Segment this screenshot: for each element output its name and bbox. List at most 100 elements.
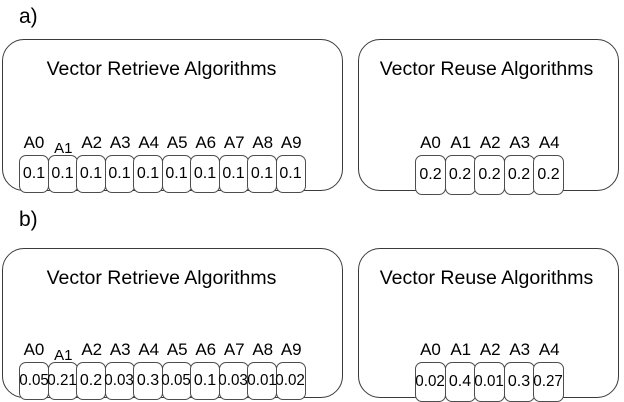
- vector-element-cell: 0.2: [415, 155, 446, 195]
- vector-row-a-reuse: A0 0.2 A1 0.2 A2 0.2 A3 0.2 A4 0.2: [415, 134, 564, 195]
- vector-element: A3 0.3: [503, 340, 535, 402]
- vector-element-value: 0.2: [419, 166, 442, 183]
- vector-element-label: A0: [23, 340, 45, 359]
- vector-element-cell: 0.05: [161, 362, 192, 400]
- vector-element-cell: 0.2: [444, 155, 476, 195]
- vector-element-label: A0: [420, 340, 441, 359]
- vector-element-label: A7: [223, 340, 245, 359]
- vector-element-value: 0.01: [247, 372, 277, 389]
- vector-element-value: 0.1: [193, 165, 217, 182]
- vector-element-value: 0.1: [193, 372, 217, 389]
- vector-element-cell: 0.02: [275, 362, 306, 400]
- vector-element: A6 0.1: [190, 340, 220, 400]
- vector-element: A0 0.05: [19, 341, 49, 400]
- vector-element-cell: 0.1: [190, 362, 220, 400]
- vector-element-cell: 0.3: [133, 362, 163, 400]
- vector-element-value: 0.2: [79, 372, 103, 389]
- vector-element-value: 0.01: [474, 373, 505, 390]
- vector-element: A4 0.27: [533, 341, 564, 402]
- vector-element-cell: 0.1: [104, 155, 135, 193]
- vector-element-label: A9: [280, 133, 302, 152]
- vector-element-label: A3: [509, 340, 531, 359]
- vector-element-label: A2: [81, 133, 103, 152]
- vector-element: A4 0.3: [133, 341, 163, 400]
- vector-element-value: 0.3: [507, 373, 531, 390]
- vector-element-cell: 0.03: [104, 362, 135, 400]
- vector-element: A5 0.05: [161, 340, 192, 400]
- panel-b-vector-retrieve: Vector Retrieve Algorithms A0 0.05 A1 0.…: [2, 248, 343, 400]
- vector-element-value: 0.2: [507, 166, 531, 183]
- vector-element: A2 0.01: [474, 340, 505, 402]
- vector-element-label: A0: [23, 133, 45, 152]
- vector-element-value: 0.05: [19, 372, 49, 389]
- vector-element-label: A2: [479, 340, 501, 359]
- vector-element-cell: 0.21: [47, 362, 78, 400]
- vector-element: A8 0.1: [247, 133, 277, 193]
- vector-element-cell: 0.1: [161, 155, 192, 193]
- vector-element-label: A3: [109, 340, 131, 359]
- vector-element-value: 0.03: [218, 372, 249, 389]
- vector-element-label: A1: [54, 140, 73, 157]
- panel-title: Vector Retrieve Algorithms: [46, 267, 277, 289]
- vector-element-cell: 0.01: [474, 362, 505, 402]
- vector-element-cell: 0.2: [76, 362, 106, 400]
- vector-element: A9 0.02: [275, 340, 306, 400]
- vector-row-a-retrieve: A0 0.1 A1 0.1 A2 0.1 A3 0.1 A4 0.1 A5 0.…: [19, 134, 306, 193]
- vector-element: A3 0.1: [104, 134, 135, 193]
- vector-element: A7 0.03: [218, 340, 249, 400]
- vector-element-label: A1: [450, 340, 472, 359]
- vector-element-cell: 0.02: [415, 362, 446, 402]
- vector-element-label: A5: [166, 340, 188, 359]
- vector-element-label: A6: [195, 340, 217, 359]
- vector-element: A3 0.2: [503, 133, 535, 195]
- vector-element-label: A9: [280, 340, 302, 359]
- vector-element: A8 0.01: [247, 341, 277, 400]
- panel-a-vector-retrieve: Vector Retrieve Algorithms A0 0.1 A1 0.1…: [2, 39, 343, 193]
- vector-element-label: A8: [252, 133, 274, 152]
- vector-element-value: 0.1: [165, 165, 188, 182]
- vector-row-b-retrieve: A0 0.05 A1 0.21 A2 0.2 A3 0.03 A4 0.3 A5…: [19, 341, 306, 400]
- vector-element: A0 0.2: [415, 134, 446, 195]
- vector-element-value: 0.1: [136, 165, 160, 182]
- subfigure-label-a: a): [19, 5, 38, 28]
- vector-element-label: A1: [450, 133, 472, 152]
- vector-element-cell: 0.1: [19, 155, 49, 193]
- vector-element-cell: 0.27: [533, 362, 564, 402]
- vector-element: A1 0.4: [444, 340, 476, 402]
- vector-element: A2 0.1: [76, 133, 106, 193]
- vector-element: A1 0.1: [47, 137, 78, 193]
- vector-element-label: A6: [195, 133, 217, 152]
- vector-element-cell: 0.03: [218, 362, 249, 400]
- vector-element-cell: 0.2: [474, 155, 505, 195]
- vector-element-value: 0.02: [415, 373, 446, 390]
- vector-element-value: 0.1: [22, 165, 46, 182]
- vector-element-label: A1: [54, 347, 73, 364]
- vector-element-cell: 0.1: [247, 155, 277, 193]
- vector-element-value: 0.1: [222, 165, 245, 182]
- vector-element-value: 0.2: [537, 166, 560, 183]
- vector-element-label: A4: [138, 133, 160, 152]
- vector-element-label: A5: [166, 133, 188, 152]
- panel-title: Vector Reuse Algorithms: [379, 267, 594, 289]
- vector-element-value: 0.1: [51, 165, 74, 182]
- vector-element-label: A3: [509, 133, 531, 152]
- panel-title: Vector Reuse Algorithms: [379, 58, 594, 80]
- vector-element: A4 0.2: [533, 134, 564, 195]
- vector-element-cell: 0.4: [444, 362, 476, 402]
- vector-element-cell: 0.1: [275, 155, 306, 193]
- vector-element-value: 0.1: [108, 165, 131, 182]
- vector-element: A6 0.1: [190, 133, 220, 193]
- vector-row-b-reuse: A0 0.02 A1 0.4 A2 0.01 A3 0.3 A4 0.27: [415, 341, 564, 402]
- vector-element: A0 0.1: [19, 134, 49, 193]
- vector-element-cell: 0.01: [247, 362, 277, 400]
- vector-element-cell: 0.2: [533, 155, 564, 195]
- vector-element-cell: 0.1: [47, 155, 78, 193]
- vector-element-value: 0.03: [104, 372, 135, 389]
- vector-element-value: 0.05: [161, 372, 192, 389]
- vector-element-cell: 0.1: [218, 155, 249, 193]
- vector-element: A1 0.2: [444, 133, 476, 195]
- vector-element: A2 0.2: [76, 341, 106, 400]
- vector-element-cell: 0.1: [190, 155, 220, 193]
- vector-element: A0 0.02: [415, 341, 446, 402]
